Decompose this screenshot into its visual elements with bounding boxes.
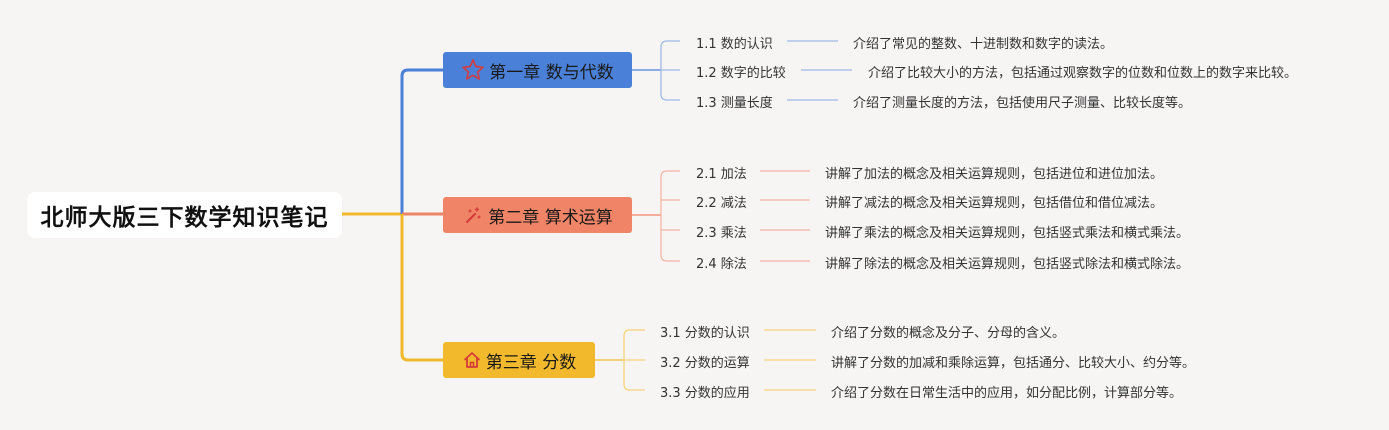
chapter-1-node[interactable]: 第一章 数与代数 [443,52,632,88]
topic-3-2-label[interactable]: 3.2 分数的运算 [660,356,750,371]
chapter-1-title: 第一章 数与代数 [489,62,614,83]
chapter-3-node[interactable]: 第三章 分数 [443,342,595,378]
topic-3-3-label[interactable]: 3.3 分数的应用 [660,386,750,401]
topic-2-1-label[interactable]: 2.1 加法 [696,167,747,182]
home-icon [462,350,482,370]
topic-1-1-label[interactable]: 1.1 数的认识 [696,37,773,52]
topic-3-1-label[interactable]: 3.1 分数的认识 [660,326,750,341]
topic-2-3-desc: 讲解了乘法的概念及相关运算规则，包括竖式乘法和横式乘法。 [825,226,1190,241]
root-topic[interactable]: 北师大版三下数学知识笔记 [27,192,342,238]
topic-1-1-desc: 介绍了常见的整数、十进制数和数字的读法。 [853,37,1114,52]
topic-2-1-desc: 讲解了加法的概念及相关运算规则，包括进位和进位加法。 [825,167,1164,182]
root-title: 北师大版三下数学知识笔记 [40,205,329,231]
topic-2-3-label[interactable]: 2.3 乘法 [696,226,747,241]
topic-1-3-desc: 介绍了测量长度的方法，包括使用尺子测量、比较长度等。 [853,96,1192,111]
topic-1-3-label[interactable]: 1.3 测量长度 [696,96,773,111]
star-icon [461,58,485,82]
topic-3-3-desc: 介绍了分数在日常生活中的应用，如分配比例，计算部分等。 [831,386,1183,401]
topic-3-2-desc: 讲解了分数的加减和乘除运算，包括通分、比较大小、约分等。 [831,356,1196,371]
topic-2-4-desc: 讲解了除法的概念及相关运算规则，包括竖式除法和横式除法。 [825,257,1190,272]
chapter-2-node[interactable]: 第二章 算术运算 [443,197,632,233]
topic-2-4-label[interactable]: 2.4 除法 [696,257,747,272]
topic-2-2-desc: 讲解了减法的概念及相关运算规则，包括借位和借位减法。 [825,196,1164,211]
topic-2-2-label[interactable]: 2.2 减法 [696,196,747,211]
chapter-3-title: 第三章 分数 [485,352,577,373]
topic-3-1-desc: 介绍了分数的概念及分子、分母的含义。 [831,326,1066,341]
magic-wand-icon [462,204,484,226]
chapter-2-title: 第二章 算术运算 [488,207,613,228]
topic-1-2-desc: 介绍了比较大小的方法，包括通过观察数字的位数和位数上的数字来比较。 [868,66,1298,81]
topic-1-2-label[interactable]: 1.2 数字的比较 [696,66,786,81]
